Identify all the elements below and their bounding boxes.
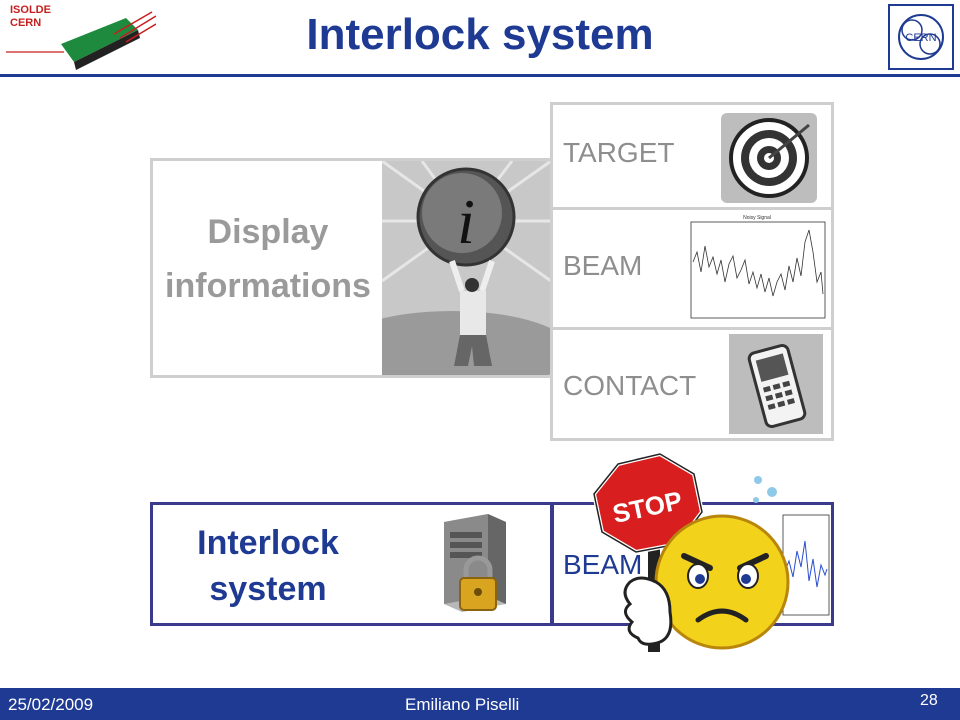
server-lock-icon: [444, 514, 506, 612]
interlock-beam-panel: BEAM: [550, 502, 834, 626]
display-info-label: Display informations: [165, 213, 371, 305]
page-title: Interlock system: [306, 10, 654, 59]
target-icon: [721, 113, 817, 203]
interlock-signal-plot: [782, 514, 830, 616]
noisy-signal-plot: Noisy Signal: [690, 215, 826, 319]
beam-label: BEAM: [563, 250, 643, 281]
isolde-logo-text: ISOLDE CERN: [10, 4, 51, 29]
contact-label: CONTACT: [563, 370, 697, 401]
isolde-logo: [6, 11, 156, 70]
info-figure-icon: i: [382, 161, 551, 375]
cern-logo: CERN: [888, 4, 954, 70]
mobile-phone-icon: [729, 334, 823, 434]
target-panel: TARGET: [550, 102, 834, 210]
beam-panel: BEAM Noisy Signal: [550, 207, 834, 331]
header-divider: [0, 74, 960, 77]
interlock-label: Interlock system: [197, 524, 339, 608]
footer-author: Emiliano Piselli: [405, 695, 520, 714]
target-label: TARGET: [563, 137, 675, 168]
angry-face-stop-icon: STOP: [591, 452, 790, 652]
svg-text:Noisy Signal: Noisy Signal: [743, 215, 771, 221]
contact-panel: CONTACT: [550, 327, 834, 441]
page-number: 28: [920, 692, 938, 709]
interlock-beam-label: BEAM: [563, 549, 643, 580]
svg-text:i: i: [457, 186, 475, 257]
footer-bar: [0, 688, 960, 720]
svg-text:CERN: CERN: [905, 32, 936, 44]
footer-date: 25/02/2009: [8, 695, 94, 714]
